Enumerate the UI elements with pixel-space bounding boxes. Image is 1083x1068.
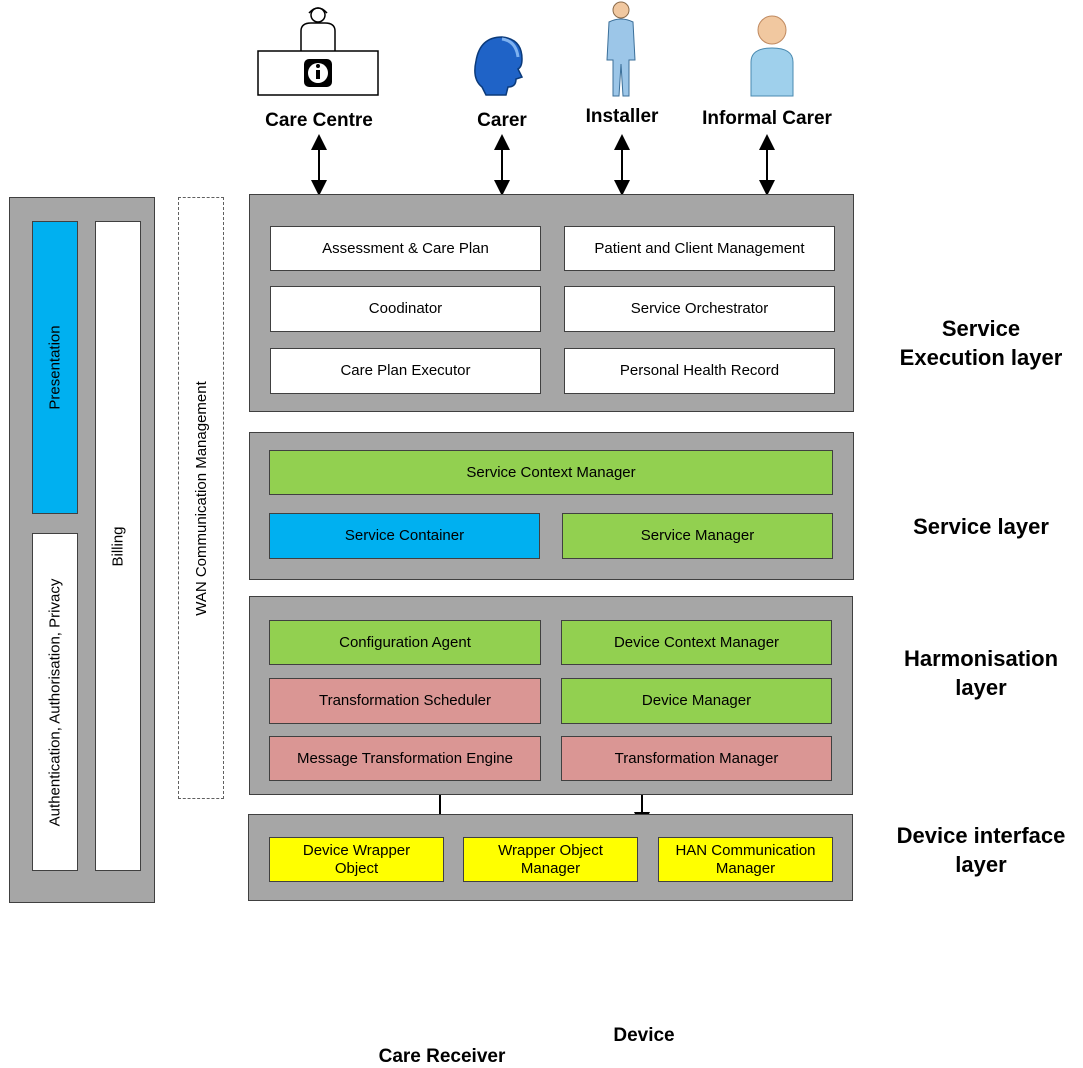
transformation-scheduler-box: Transformation Scheduler xyxy=(269,678,541,724)
carer-icon xyxy=(474,36,524,96)
coodinator-box: Coodinator xyxy=(270,286,541,332)
harmonisation-label-line2: layer xyxy=(955,675,1007,700)
device-wrapper-object-box: Device Wrapper Object xyxy=(269,837,444,882)
device-interface-layer-label: Device interface layer xyxy=(876,821,1083,879)
actor-installer: Installer xyxy=(585,106,659,127)
service-manager-box: Service Manager xyxy=(562,513,833,559)
service-execution-label-line2: Execution layer xyxy=(899,345,1063,370)
service-execution-layer-label: Service Execution layer xyxy=(886,314,1076,372)
installer-icon xyxy=(606,1,636,97)
device-manager-box: Device Manager xyxy=(561,678,832,724)
actor-care-receiver: Care Receiver xyxy=(378,1046,506,1067)
wan-label: WAN Communication Management xyxy=(192,380,210,616)
auth-box: Authentication, Authorisation, Privacy xyxy=(32,533,78,871)
presentation-label: Presentation xyxy=(46,325,64,410)
informal-carer-icon xyxy=(750,15,794,97)
assessment-care-plan-box: Assessment & Care Plan xyxy=(270,226,541,271)
care-plan-executor-box: Care Plan Executor xyxy=(270,348,541,394)
service-layer-label: Service layer xyxy=(913,514,1049,539)
presentation-box: Presentation xyxy=(32,221,78,514)
message-transformation-engine-box: Message Transformation Engine xyxy=(269,736,541,781)
personal-health-record-box: Personal Health Record xyxy=(564,348,835,394)
han-communication-manager-box: HAN Communication Manager xyxy=(658,837,833,882)
service-context-manager-box: Service Context Manager xyxy=(269,450,833,495)
device-context-manager-box: Device Context Manager xyxy=(561,620,832,665)
actor-carer: Carer xyxy=(477,110,527,131)
transformation-manager-box: Transformation Manager xyxy=(561,736,832,781)
wan-communication-box: WAN Communication Management xyxy=(178,197,224,799)
billing-box: Billing xyxy=(95,221,141,871)
actor-informal-carer: Informal Carer xyxy=(702,108,832,129)
device-interface-label-line1: Device interface xyxy=(896,823,1066,848)
patient-client-management-box: Patient and Client Management xyxy=(564,226,835,271)
wrapper-object-manager-box: Wrapper Object Manager xyxy=(463,837,638,882)
service-execution-label-line1: Service xyxy=(941,316,1021,341)
service-container-box: Service Container xyxy=(269,513,540,559)
actor-device: Device xyxy=(613,1025,675,1046)
care-centre-icon xyxy=(257,7,379,96)
auth-label: Authentication, Authorisation, Privacy xyxy=(46,578,64,826)
actor-care-centre: Care Centre xyxy=(265,110,373,131)
harmonisation-label-line1: Harmonisation xyxy=(903,646,1059,671)
service-orchestrator-box: Service Orchestrator xyxy=(564,286,835,332)
harmonisation-layer-label: Harmonisation layer xyxy=(886,644,1076,702)
device-interface-label-line2: layer xyxy=(955,852,1007,877)
billing-label: Billing xyxy=(109,525,127,567)
configuration-agent-box: Configuration Agent xyxy=(269,620,541,665)
